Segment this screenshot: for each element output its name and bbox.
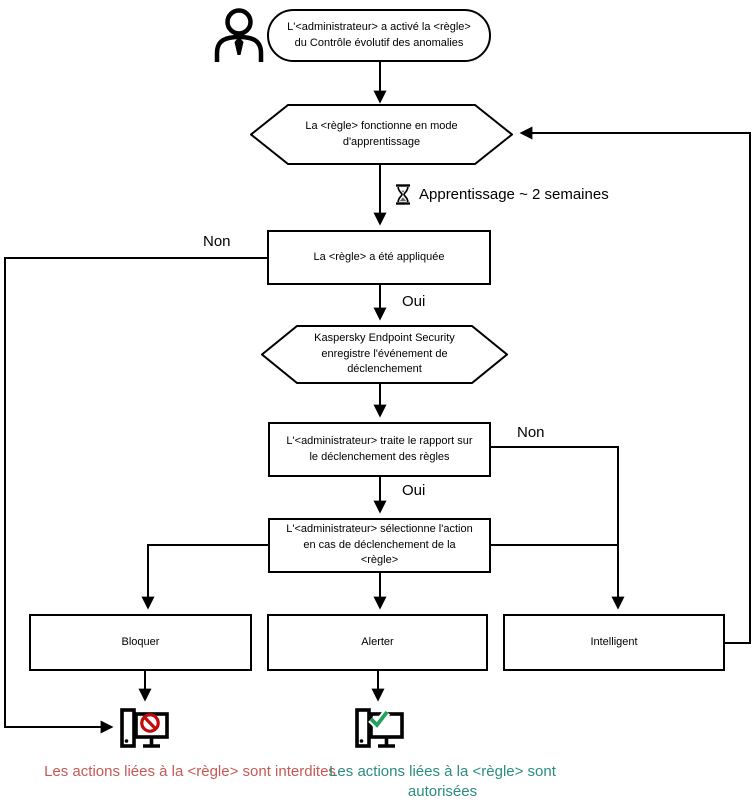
branch-label-non-left: Non	[203, 233, 231, 250]
event-logged-label: Kaspersky Endpoint Security enregistre l…	[314, 332, 455, 376]
learning-mode-node: La <règle> fonctionne en mode d'apprenti…	[250, 104, 513, 165]
computer-blocked-icon	[120, 708, 169, 748]
hexagon-shape	[250, 104, 513, 165]
admin-report-node: L'<administrateur> traite le rapport sur…	[268, 422, 491, 477]
outcome-blocked-caption: Les actions liées à la <règle> sont inte…	[44, 763, 336, 780]
admin-action-node: L'<administrateur> sélectionne l'action …	[268, 518, 491, 573]
admin-report-label: L'<administrateur> traite le rapport sur…	[286, 435, 473, 463]
learning-duration-label: Apprentissage ~ 2 semaines	[419, 186, 609, 203]
action-smart-label: Intelligent	[590, 635, 638, 648]
admin-action-label: L'<administrateur> sélectionne l'action …	[286, 523, 473, 567]
learning-mode-label: La <règle> fonctionne en mode d'apprenti…	[305, 120, 458, 148]
outcome-allowed-caption: Les actions liées à la <règle> sont auto…	[329, 763, 556, 800]
start-node: L'<administrateur> a activé la <règle> d…	[267, 9, 491, 62]
action-alert-label: Alerter	[361, 635, 394, 648]
computer-allowed-icon	[355, 708, 404, 748]
hourglass-icon	[396, 184, 410, 205]
learning-duration: Apprentissage ~ 2 semaines	[395, 184, 609, 205]
administrator-icon	[214, 8, 264, 62]
action-alert-node: Alerter	[267, 614, 488, 671]
branch-label-non-right: Non	[517, 424, 545, 441]
start-node-label: L'<administrateur> a activé la <règle> d…	[287, 21, 471, 49]
branch-label-oui-bottom: Oui	[402, 482, 426, 499]
action-block-label: Bloquer	[121, 635, 160, 648]
action-smart-node: Intelligent	[503, 614, 725, 671]
rule-applied-node: La <règle> a été appliquée	[267, 230, 491, 285]
action-block-node: Bloquer	[29, 614, 252, 671]
event-logged-node: Kaspersky Endpoint Security enregistre l…	[261, 325, 508, 384]
hexagon-shape	[261, 325, 508, 384]
rule-applied-label: La <règle> a été appliquée	[313, 250, 445, 263]
branch-label-oui-top: Oui	[402, 293, 426, 310]
